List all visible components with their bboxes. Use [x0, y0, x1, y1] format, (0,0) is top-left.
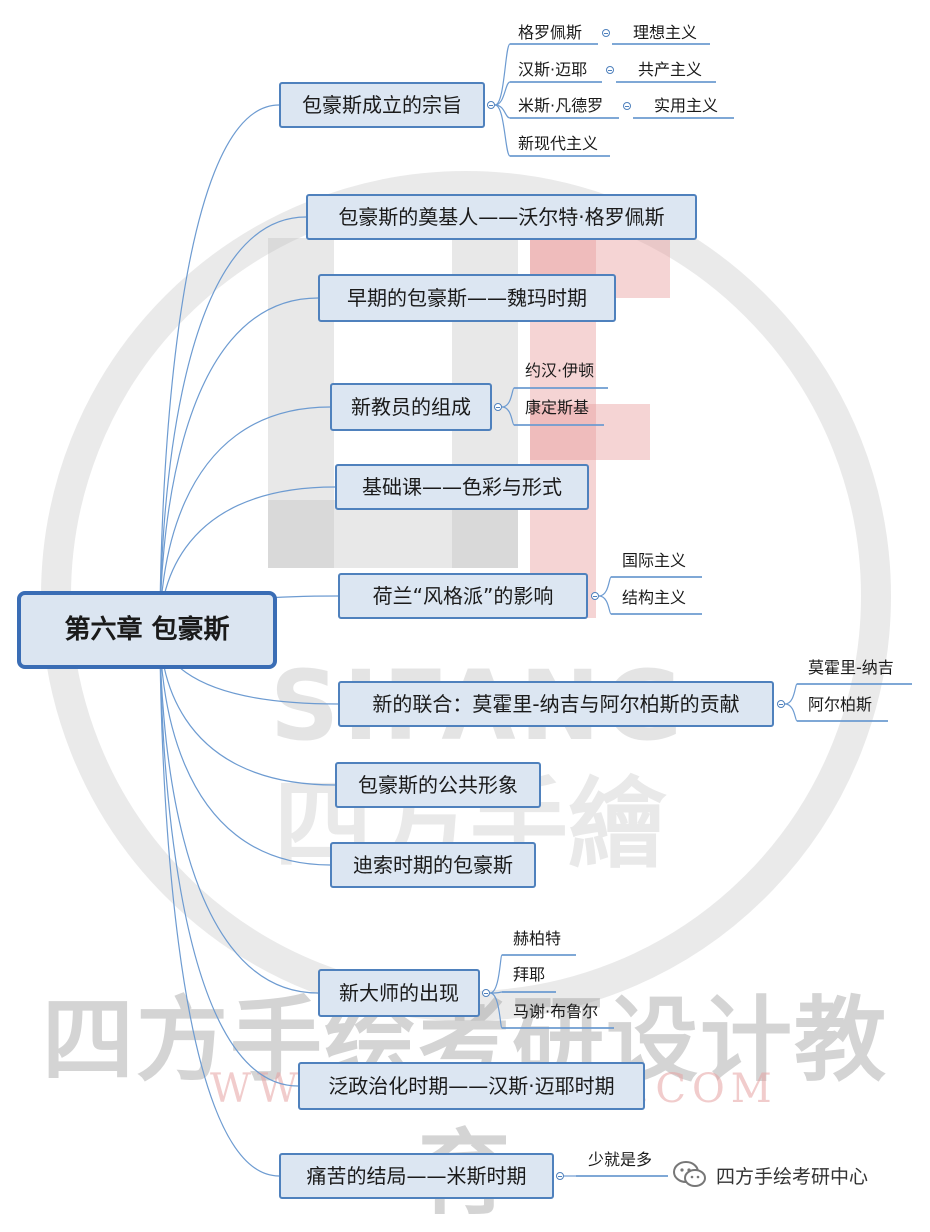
collapse-toggle-new-union[interactable]	[777, 700, 785, 708]
collapse-toggle-purpose[interactable]	[487, 101, 495, 109]
fork-destijl-0	[598, 576, 612, 597]
leaf-less-is-more[interactable]: 少就是多	[588, 1150, 653, 1169]
collapse-toggle-de-stijl[interactable]	[591, 592, 599, 600]
collapse-toggle-mies-period[interactable]	[556, 1172, 564, 1180]
fork-union-0	[784, 683, 798, 705]
leaf-neo-modernism[interactable]: 新现代主义	[518, 134, 599, 153]
branch-node-weimar[interactable]: 早期的包豪斯——魏玛时期	[318, 274, 616, 322]
root-connector-2	[159, 297, 319, 631]
leaf-pragmatism[interactable]: 实用主义	[654, 96, 719, 115]
branch-node-purpose[interactable]: 包豪斯成立的宗旨	[279, 82, 485, 128]
leaf-kandinsky[interactable]: 康定斯基	[525, 398, 590, 417]
root-node[interactable]: 第六章 包豪斯	[17, 591, 277, 669]
branch-node-new-union[interactable]: 新的联合：莫霍里-纳吉与阿尔柏斯的贡献	[338, 681, 774, 727]
fork-destijl-1	[598, 595, 612, 615]
leaf-meyer[interactable]: 汉斯·迈耶	[518, 60, 588, 79]
leaf-breuer[interactable]: 马谢·布鲁尔	[513, 1002, 599, 1021]
root-connector-11	[159, 629, 280, 1177]
leaf-mies[interactable]: 米斯·凡德罗	[518, 96, 604, 115]
footer-text: 四方手绘考研中心	[716, 1165, 869, 1188]
leaf-albers[interactable]: 阿尔柏斯	[808, 695, 873, 714]
fork-union-1	[784, 703, 798, 722]
branch-node-politicization[interactable]: 泛政治化时期——汉斯·迈耶时期	[298, 1062, 645, 1110]
leaf-gropius[interactable]: 格罗佩斯	[518, 23, 583, 42]
branch-node-new-masters[interactable]: 新大师的出现	[318, 969, 480, 1017]
branch-node-founder[interactable]: 包豪斯的奠基人——沃尔特·格罗佩斯	[306, 194, 697, 240]
fork-teachers-1	[501, 406, 515, 426]
fork-purpose-3	[494, 104, 511, 157]
root-connector-9	[159, 629, 319, 994]
collapse-toggle-mies[interactable]	[623, 102, 631, 110]
collapse-toggle-gropius[interactable]	[602, 29, 610, 37]
branch-node-new-teachers[interactable]: 新教员的组成	[330, 383, 492, 431]
fork-purpose-0	[494, 43, 511, 106]
leaf-communism[interactable]: 共产主义	[638, 60, 703, 79]
fork-purpose-2	[494, 104, 511, 119]
branch-node-basic-course[interactable]: 基础课——色彩与形式	[335, 464, 589, 510]
collapse-toggle-meyer[interactable]	[606, 66, 614, 74]
leaf-itten[interactable]: 约汉·伊顿	[525, 361, 595, 380]
wechat-icon	[673, 1161, 706, 1187]
leaf-herbert[interactable]: 赫柏特	[513, 929, 562, 948]
footer-credit: 四方手绘考研中心	[672, 1160, 868, 1190]
collapse-toggle-new-masters[interactable]	[482, 989, 490, 997]
leaf-idealism[interactable]: 理想主义	[633, 23, 698, 42]
branch-node-de-stijl[interactable]: 荷兰“风格派”的影响	[338, 573, 588, 619]
fork-teachers-0	[501, 387, 515, 408]
leaf-structuralism[interactable]: 结构主义	[622, 588, 687, 607]
fork-masters-0	[489, 954, 503, 994]
branch-node-mies-period[interactable]: 痛苦的结局——米斯时期	[279, 1153, 554, 1199]
collapse-toggle-new-teachers[interactable]	[494, 403, 502, 411]
leaf-moholy-nagy[interactable]: 莫霍里-纳吉	[808, 658, 894, 677]
root-connector-10	[159, 629, 299, 1087]
root-connector-0	[159, 104, 280, 631]
leaf-internationalism[interactable]: 国际主义	[622, 551, 687, 570]
root-connector-1	[159, 216, 307, 631]
branch-node-dessau[interactable]: 迪索时期的包豪斯	[330, 842, 536, 888]
fork-masters-2	[489, 992, 503, 1029]
fork-purpose-1	[494, 81, 511, 106]
leaf-bayer[interactable]: 拜耶	[513, 965, 546, 984]
branch-node-public-image[interactable]: 包豪斯的公共形象	[335, 762, 541, 808]
